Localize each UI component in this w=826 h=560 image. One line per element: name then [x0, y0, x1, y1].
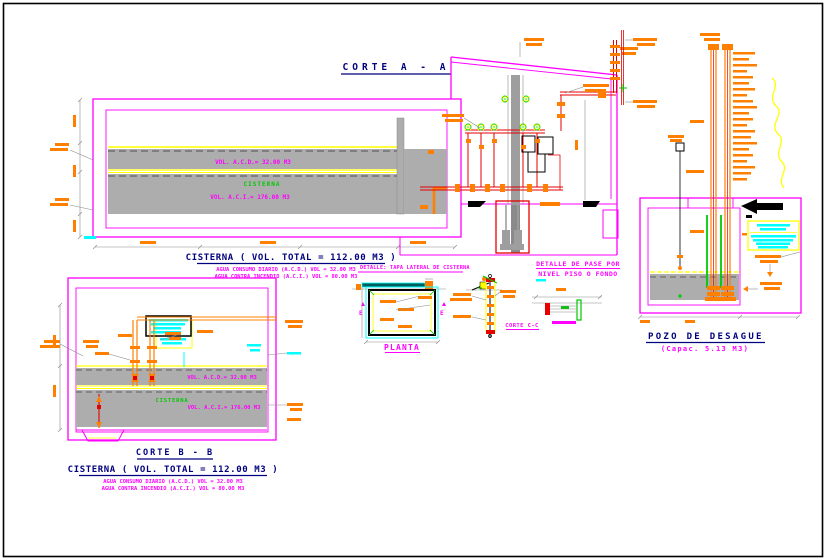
cisterna-a-note-aci: AGUA CONTRA INCENDIO (A.C.I.) VOL = 80.0… — [215, 274, 358, 280]
cisterna-b-note-acd: AGUA CONSUMO DIARIO (A.C.D.) VOL = 32.00… — [103, 479, 243, 485]
vent-column — [511, 75, 520, 205]
tapa-plate — [361, 282, 426, 288]
vol-aci-label: VOL. A.C.I.= 176.00 M3 — [210, 194, 290, 201]
vol-aci-label-b: VOL. A.C.I.= 176.00 M3 — [188, 405, 261, 411]
control-box-2 — [537, 136, 554, 155]
planta-detail: E E PLANTA — [359, 286, 446, 353]
pozo-outer-wall — [639, 197, 802, 314]
standpipe-detail — [619, 30, 657, 108]
pase-wall-plate — [576, 299, 582, 321]
pase-title-1: DETALLE DE PASE POR — [536, 260, 620, 268]
break-line — [771, 77, 786, 189]
cisterna-name-label: CISTERNA — [244, 181, 281, 188]
pase-title-2: NIVEL PISO O FONDO — [538, 270, 617, 278]
pozo-desague-section: POZO DE DESAGUE (Capac. 5.13 M3) — [619, 30, 802, 353]
water-band-aci — [108, 174, 399, 214]
section-marker-right: E — [440, 310, 444, 317]
corte-b-title: CORTE B - B — [136, 448, 214, 458]
corte-b-piping — [96, 316, 277, 428]
corte-cc-title: CORTE C-C — [505, 323, 538, 329]
suction-pipe-elbow — [432, 186, 447, 214]
riser-annotations — [686, 33, 757, 233]
sump-pit — [495, 200, 530, 254]
planta-annotations — [380, 295, 432, 328]
cistern-b-inner-wall — [75, 287, 269, 433]
bottom-dimensions — [92, 241, 458, 250]
pase-flange — [545, 303, 550, 315]
vol-acd-label-b: VOL. A.C.D.= 32.00 M3 — [187, 375, 257, 381]
cisterna-b-note-aci: AGUA CONTRA INCENDIO (A.C.I.) VOL = 80.0… — [102, 486, 245, 492]
pozo-inner-wall — [647, 207, 741, 306]
pipe-fittings — [455, 45, 620, 192]
pozo-title: POZO DE DESAGUE — [648, 332, 764, 342]
cisterna-a-note-acd: AGUA CONSUMO DIARIO (A.C.D.) VOL = 32.00… — [216, 267, 356, 273]
water-band-acd — [108, 149, 399, 169]
left-annotations — [50, 97, 96, 240]
sump-pump-2 — [514, 230, 522, 246]
cisterna-a-label: CISTERNA ( VOL. TOTAL = 112.00 M3 ) — [186, 253, 397, 263]
cisterna-b-label: CISTERNA ( VOL. TOTAL = 112.00 M3 ) — [68, 465, 279, 475]
control-box-1 — [521, 135, 536, 153]
corte-b-section: VOL. A.C.D.= 32.00 M3 CISTERNA VOL. A.C.… — [40, 277, 303, 492]
cisterna-name-label-b: CISTERNA — [156, 398, 189, 404]
pozo-note-box — [742, 220, 800, 251]
corte-cc-detail: CORTE C-C — [450, 274, 539, 338]
pump-room-annotations — [442, 38, 638, 129]
planta-title: PLANTA — [384, 343, 420, 352]
interior-wall-column — [396, 117, 405, 215]
detalle-pase: DETALLE DE PASE POR NIVEL PISO O FONDO — [532, 260, 620, 324]
pump-room-section — [399, 38, 638, 256]
sump-pump-1 — [502, 230, 510, 246]
corte-a-title: CORTE A - A — [343, 62, 450, 73]
vol-acd-label: VOL. A.C.D.= 32.00 M3 — [215, 159, 291, 166]
flow-arrow — [741, 199, 783, 214]
float-switch — [668, 135, 685, 298]
corte-cc-annotations — [450, 290, 516, 321]
corte-b-annotations — [40, 302, 303, 433]
valve-symbols — [464, 95, 541, 131]
water-band-aci-b — [76, 390, 267, 427]
tapa-lateral-title: DETALLE: TAPA LATERAL DE CISTERNA — [360, 265, 470, 271]
detalle-tapa-lateral: DETALLE: TAPA LATERAL DE CISTERNA — [352, 265, 502, 291]
cistern-a-outer-wall — [92, 98, 462, 238]
pozo-discharge-pipes — [705, 44, 736, 301]
water-band-acd-b — [76, 368, 267, 385]
water-right-pocket — [404, 149, 447, 214]
corte-a-section: CORTE A - A VOL. A.C.D.= 32.00 M3 CISTER… — [50, 62, 462, 280]
cistern-b-outer-wall — [67, 277, 277, 441]
pozo-capacity: (Capac. 5.13 M3) — [661, 345, 749, 353]
pozo-right-annotations — [743, 251, 801, 292]
section-marker-left: E — [359, 310, 363, 317]
sump-trapezoid — [81, 429, 125, 442]
